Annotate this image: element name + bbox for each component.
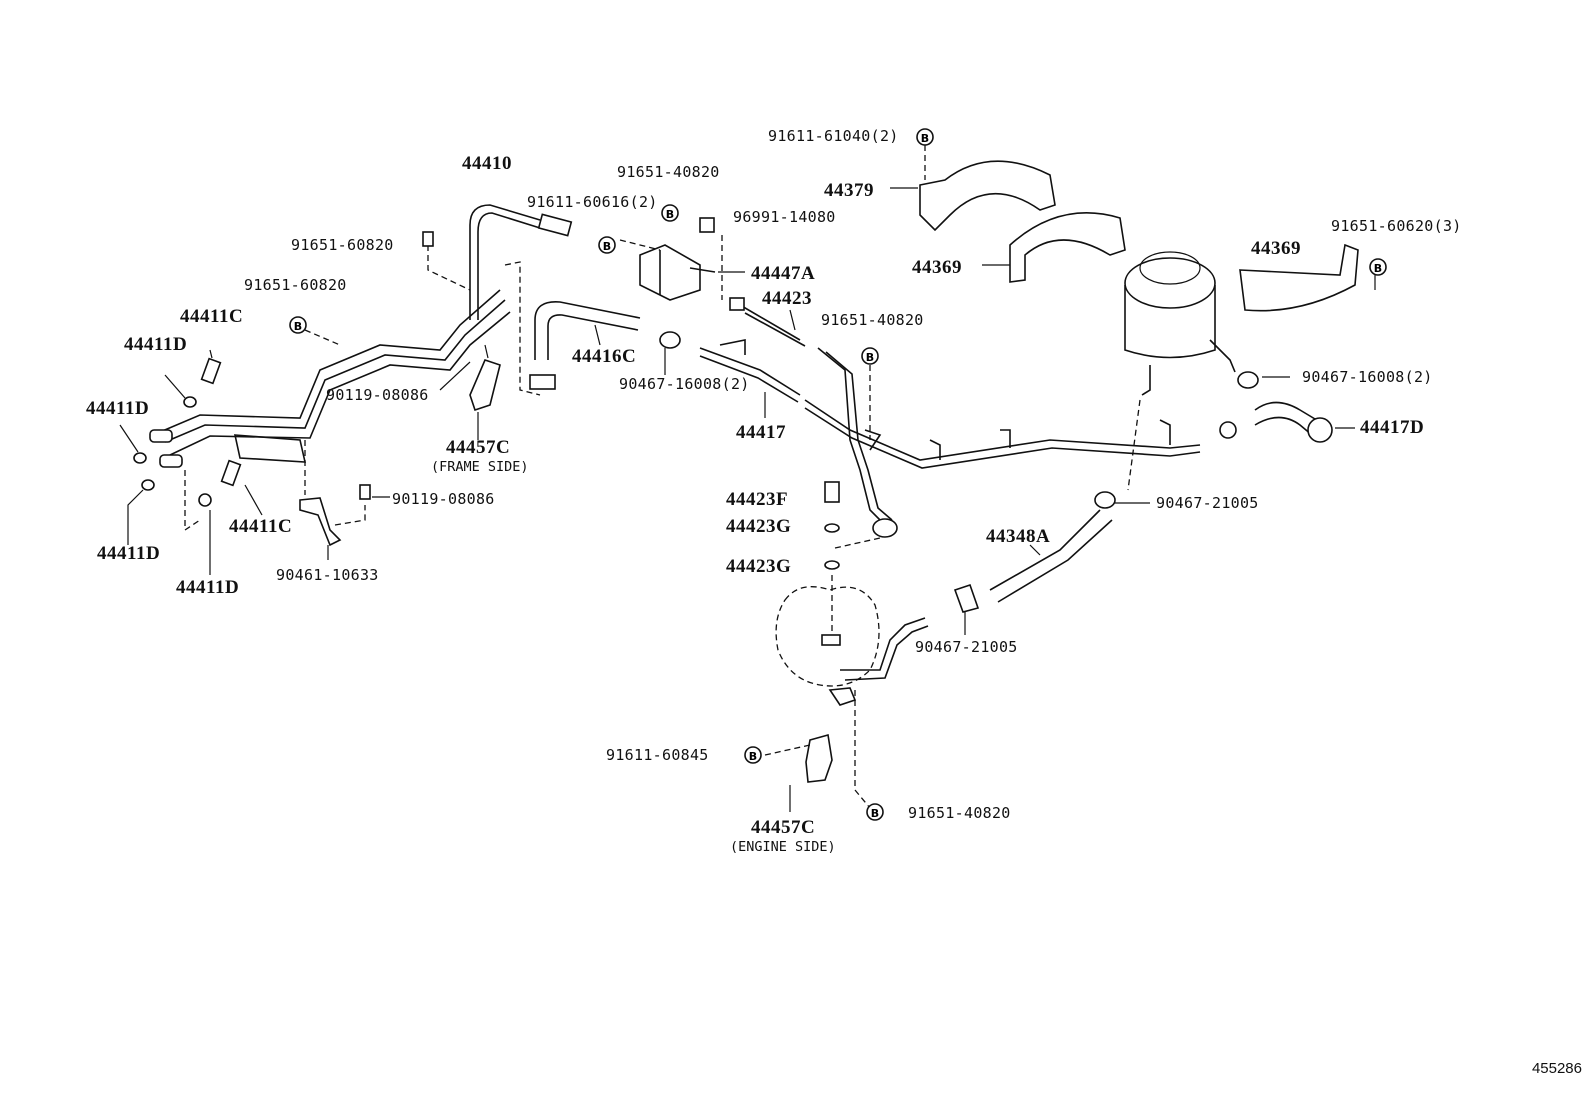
b-marker: B (294, 320, 302, 333)
label-90467-21005: 90467-21005 (1156, 494, 1259, 512)
label-91651-60620: 91651-60620(3) (1331, 217, 1462, 235)
label-44411D: 44411D (124, 334, 188, 355)
b-marker: B (666, 208, 674, 221)
label-91611-60845: 91611-60845 (606, 746, 709, 764)
label-91611-60616: 91611-60616(2) (527, 193, 658, 211)
b-marker: B (603, 240, 611, 253)
label-44457C: 44457C (446, 437, 511, 458)
label-90461-10633: 90461-10633 (276, 566, 379, 584)
b-marker: B (871, 807, 879, 820)
union-bolts-left (119, 349, 263, 575)
label-91611-61040: 91611-61040(2) (768, 127, 899, 145)
label-44348A: 44348A (986, 526, 1051, 547)
label-91651-40820: 91651-40820 (821, 311, 924, 329)
hose-44417D (1219, 371, 1355, 443)
clamp-90461 (299, 440, 390, 560)
label-44447A: 44447A (751, 263, 816, 284)
label-44411D: 44411D (176, 577, 240, 598)
label-44417D: 44417D (1360, 417, 1425, 438)
callout-markers: B B B B B B B B (289, 128, 1387, 821)
tube-44423 (729, 297, 898, 538)
label-91651-40820: 91651-40820 (908, 804, 1011, 822)
pump-outline (775, 586, 929, 706)
diagram-id: 455286 (1531, 1060, 1582, 1077)
label-44457C: 44457C (751, 817, 816, 838)
label-44423G: 44423G (726, 516, 792, 537)
label-91651-40820: 91651-40820 (617, 163, 720, 181)
return-hose-44416C (529, 301, 641, 390)
band-44379 (890, 145, 1056, 232)
band-44369-left (982, 212, 1126, 283)
label-44411C: 44411C (229, 516, 293, 537)
label-44423F: 44423F (726, 489, 789, 510)
bracket-frame-side (439, 344, 501, 440)
hose-44348A (953, 491, 1150, 635)
b-marker: B (921, 132, 929, 145)
label-90467-16008: 90467-16008(2) (619, 375, 750, 393)
label-44379: 44379 (824, 180, 874, 201)
label-44423: 44423 (762, 288, 812, 309)
label-44369: 44369 (1251, 238, 1301, 259)
note-frame-side: (FRAME SIDE) (431, 459, 529, 475)
label-44411C: 44411C (180, 306, 244, 327)
label-90119-08086: 90119-08086 (326, 386, 429, 404)
label-90119-08086: 90119-08086 (392, 490, 495, 508)
label-44416C: 44416C (572, 346, 637, 367)
b-marker: B (866, 351, 874, 364)
label-44410: 44410 (462, 153, 512, 174)
pressure-tube-44410 (149, 204, 573, 468)
label-91651-60820: 91651-60820 (291, 236, 394, 254)
tube-44417 (699, 339, 1201, 469)
label-44411D: 44411D (86, 398, 150, 419)
b-marker: B (1374, 262, 1382, 275)
bracket-engine-side (764, 690, 871, 812)
label-44423G: 44423G (726, 556, 792, 577)
label-44369: 44369 (912, 257, 962, 278)
reservoir-tank (1124, 251, 1236, 491)
label-44417: 44417 (736, 422, 786, 443)
band-44369-right (1239, 243, 1359, 312)
label-90467-16008: 90467-16008(2) (1302, 368, 1433, 386)
note-engine-side: (ENGINE SIDE) (730, 839, 836, 855)
label-96991-14080: 96991-14080 (733, 208, 836, 226)
label-44411D: 44411D (97, 543, 161, 564)
b-marker: B (749, 750, 757, 763)
bracket-44447A (639, 217, 745, 301)
label-90467-21005: 90467-21005 (915, 638, 1018, 656)
label-91651-60820: 91651-60820 (244, 276, 347, 294)
